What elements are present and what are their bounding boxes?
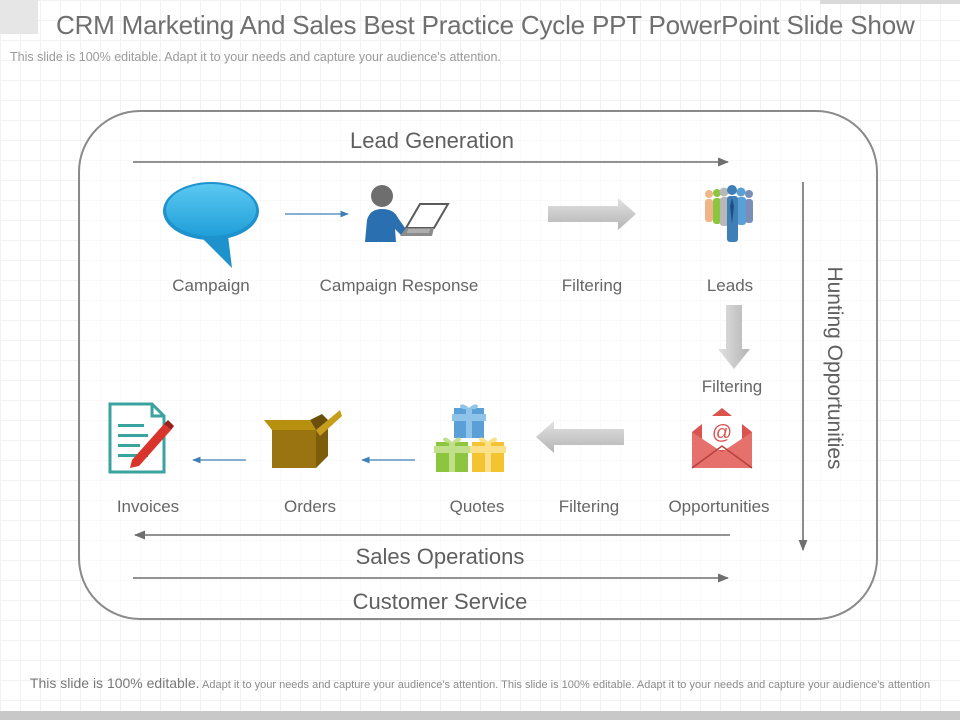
- document-pen-icon: [108, 402, 174, 474]
- footer-text: Adapt it to your needs and capture your …: [202, 679, 931, 691]
- filtering-top-label: Filtering: [561, 276, 623, 295]
- filtering-side-label: Filtering: [701, 377, 763, 396]
- email-envelope-icon: @: [691, 408, 753, 469]
- campaign-label: Campaign: [172, 276, 250, 295]
- open-box-icon: [264, 410, 342, 468]
- page-title: CRM Marketing And Sales Best Practice Cy…: [56, 10, 915, 40]
- slide-corner-tab: [0, 0, 38, 34]
- sales-operations-label: Sales Operations: [355, 544, 525, 569]
- speech-bubble-icon: [163, 182, 259, 268]
- quotes-label: Quotes: [449, 497, 505, 516]
- customer-service-label: Customer Service: [352, 589, 528, 614]
- slide-top-strip: [820, 0, 960, 4]
- footer-note: This slide is 100% editable. Adapt it to…: [0, 676, 960, 692]
- filtering-down-arrow-icon: [718, 305, 750, 369]
- campaign-response-label: Campaign Response: [319, 276, 479, 295]
- slide-bottom-bar: [0, 711, 960, 720]
- svg-text:@: @: [712, 422, 732, 444]
- filtering-bottom-label: Filtering: [558, 497, 620, 516]
- lead-generation-label: Lead Generation: [350, 128, 514, 153]
- invoices-label: Invoices: [116, 497, 180, 516]
- person-laptop-icon: [365, 185, 450, 242]
- page-subtitle: This slide is 100% editable. Adapt it to…: [10, 50, 501, 64]
- filtering-right-arrow-icon: [548, 198, 636, 230]
- hunting-opportunities-label: Hunting Opportunities: [823, 266, 846, 470]
- gift-boxes-icon: [434, 404, 506, 472]
- people-group-icon: [705, 185, 753, 242]
- leads-label: Leads: [706, 276, 754, 295]
- filtering-left-arrow-icon: [536, 421, 624, 453]
- orders-label: Orders: [284, 497, 336, 516]
- opportunities-label: Opportunities: [668, 497, 770, 516]
- footer-lead: This slide is 100% editable.: [29, 675, 200, 691]
